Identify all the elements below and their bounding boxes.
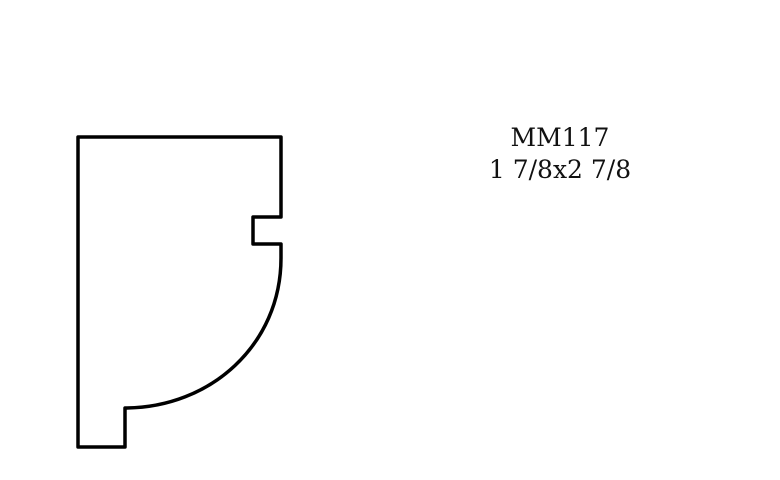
product-code: MM117 [510,123,610,152]
profile-label: MM117 1 7/8x2 7/8 [440,122,680,186]
molding-profile-outline [76,135,283,449]
profile-dimensions: 1 7/8x2 7/8 [488,155,632,184]
